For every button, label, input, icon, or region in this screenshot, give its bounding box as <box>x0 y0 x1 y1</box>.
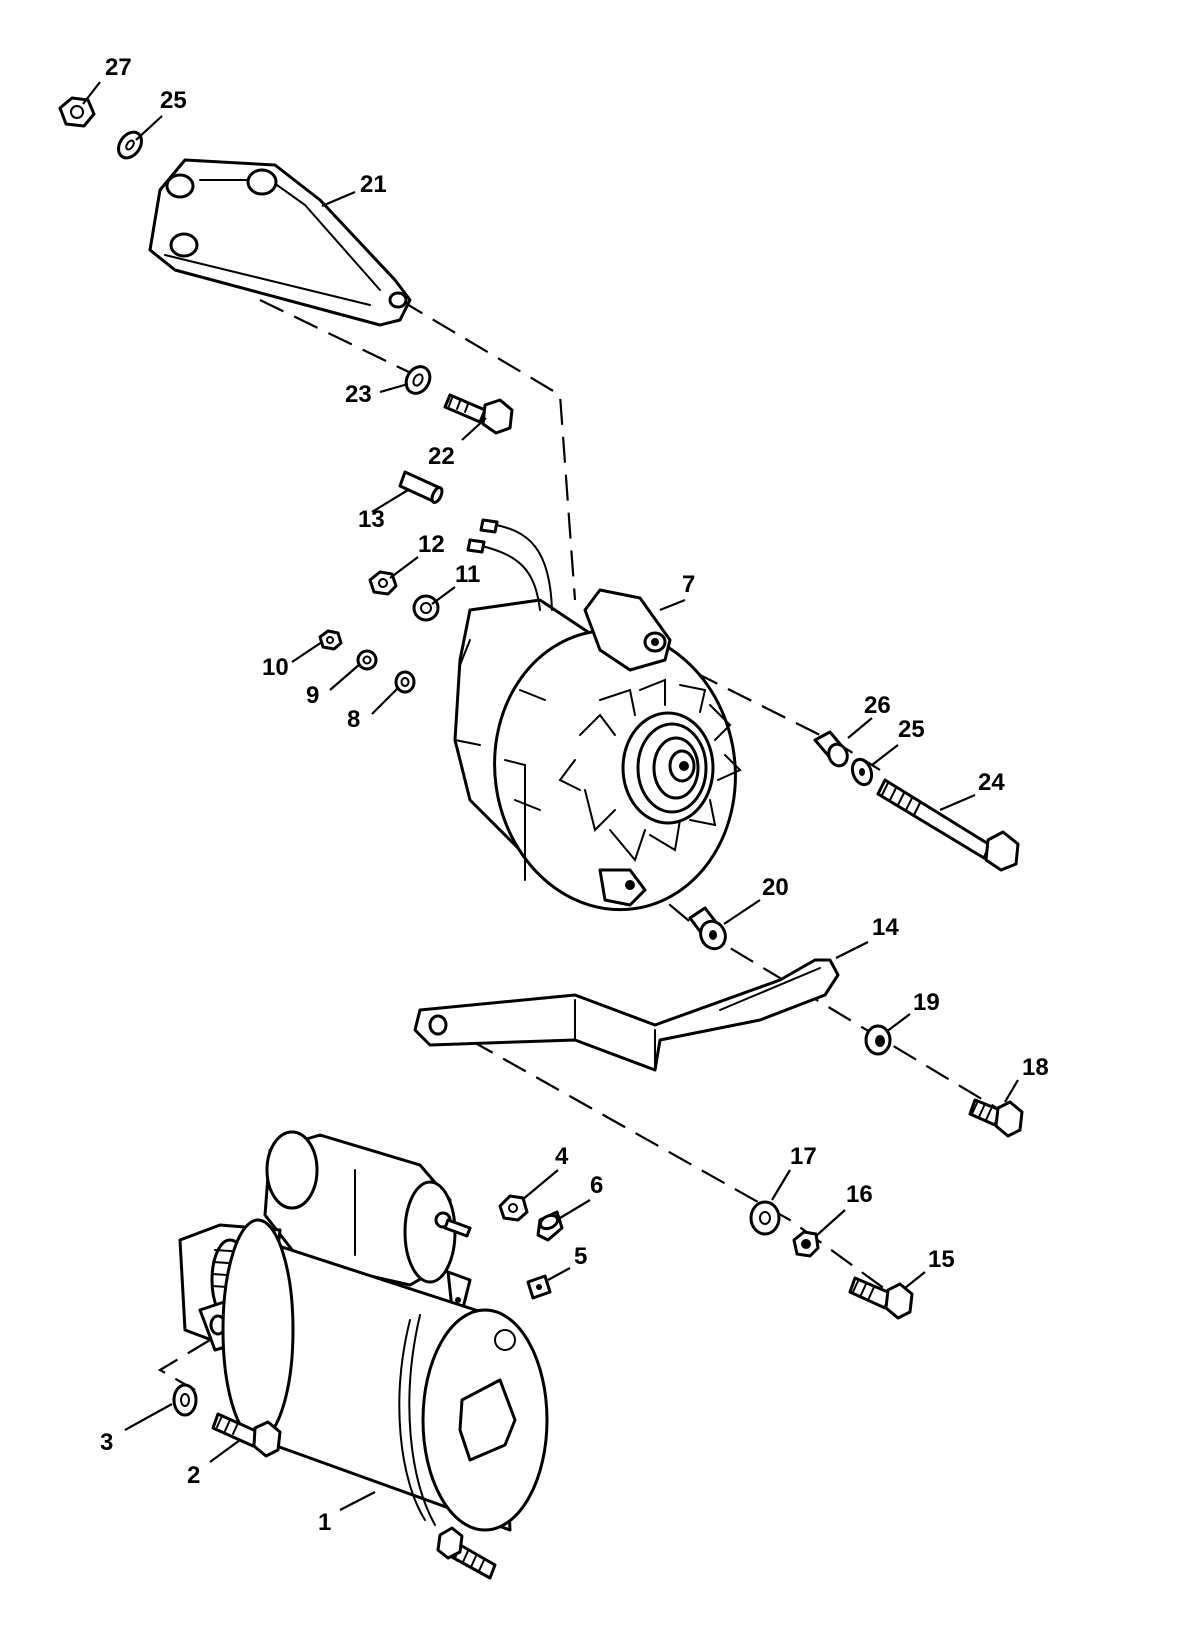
adjusting-bracket-14 <box>413 958 840 1072</box>
callout-24: 24 <box>978 769 1005 796</box>
washer-17 <box>749 1200 781 1236</box>
callout-18: 18 <box>1022 1054 1049 1081</box>
alternator-pulley <box>621 711 715 825</box>
bolt-18 <box>968 1098 1024 1138</box>
callout-4: 4 <box>555 1143 569 1170</box>
callout-27: 27 <box>105 54 132 81</box>
nut-12 <box>368 570 398 596</box>
nut-10 <box>318 629 343 651</box>
callout-9: 9 <box>306 682 319 709</box>
callout-5: 5 <box>574 1243 587 1270</box>
mounting-bracket-21 <box>148 158 412 327</box>
callout-23: 23 <box>345 381 372 408</box>
spacer-20 <box>688 906 727 951</box>
callout-numbers: 27 25 21 23 22 13 12 11 7 10 9 8 26 25 2… <box>100 54 1049 1536</box>
callout-17: 17 <box>790 1143 817 1170</box>
clip-5 <box>526 1274 552 1300</box>
callout-3: 3 <box>100 1429 113 1456</box>
callout-11: 11 <box>455 561 480 588</box>
callout-6: 6 <box>590 1172 603 1199</box>
leader-lines <box>82 81 1019 1511</box>
callout-19: 19 <box>913 989 940 1016</box>
screw-6 <box>536 1210 564 1242</box>
nut-16 <box>792 1230 820 1258</box>
lock-washer-23 <box>404 365 432 395</box>
callout-21: 21 <box>360 171 387 198</box>
callout-26: 26 <box>864 692 891 719</box>
starter-motor-1 <box>178 1130 549 1580</box>
callout-20: 20 <box>762 874 789 901</box>
callout-2: 2 <box>187 1462 200 1489</box>
spacer-26 <box>813 730 849 768</box>
callout-10: 10 <box>262 654 289 681</box>
bolt-2 <box>211 1412 282 1458</box>
callout-22: 22 <box>428 443 455 470</box>
alternator-7 <box>453 518 742 912</box>
bolt-15 <box>848 1276 914 1320</box>
callout-12: 12 <box>418 531 445 558</box>
pin-13 <box>398 470 444 504</box>
nut-4 <box>498 1194 529 1222</box>
callout-16: 16 <box>846 1181 873 1208</box>
callout-25-top: 25 <box>160 87 187 114</box>
callout-25-right: 25 <box>898 716 925 743</box>
washer-25-right <box>850 757 874 787</box>
washer-11 <box>412 594 440 622</box>
callout-8: 8 <box>347 706 360 733</box>
washer-8 <box>394 670 416 694</box>
washer-25-top <box>117 130 143 160</box>
callout-14: 14 <box>872 914 899 941</box>
nut-27 <box>58 96 96 128</box>
callout-7: 7 <box>682 571 695 598</box>
alternator-fan <box>558 678 742 863</box>
washer-9 <box>356 649 378 671</box>
callout-1: 1 <box>318 1509 331 1536</box>
callout-15: 15 <box>928 1246 955 1273</box>
bolt-24 <box>876 778 1020 872</box>
washer-3 <box>172 1383 198 1417</box>
callout-13: 13 <box>358 506 385 533</box>
washer-19 <box>864 1024 892 1056</box>
bolt-22 <box>443 393 514 435</box>
